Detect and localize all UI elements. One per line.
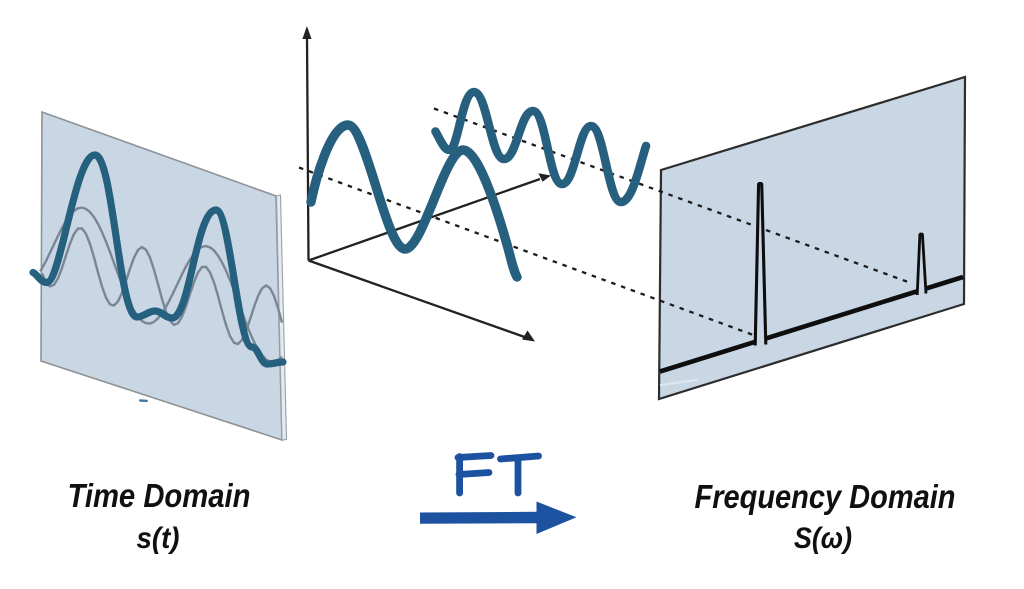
- svg-text:Frequency Domain: Frequency Domain: [695, 478, 956, 515]
- svg-text:s(t): s(t): [137, 522, 180, 555]
- svg-text:S(ω): S(ω): [794, 522, 852, 555]
- svg-text:Time Domain: Time Domain: [68, 477, 251, 514]
